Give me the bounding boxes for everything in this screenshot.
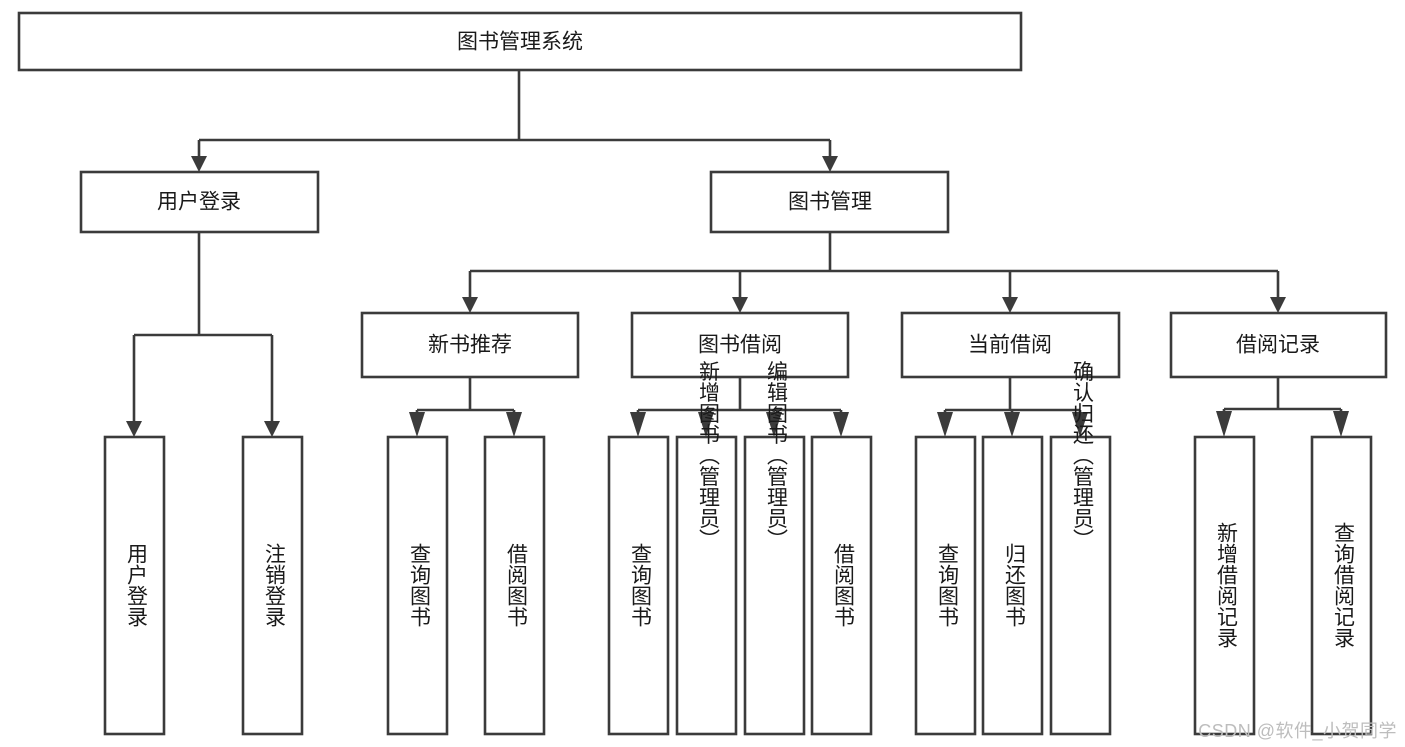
node-leaf-10[interactable]: 归还图书	[981, 435, 1044, 736]
node-leaf-1-box[interactable]	[103, 435, 166, 736]
node-leaf-9[interactable]: 查询图书	[914, 435, 977, 736]
node-current[interactable]: 当前借阅	[900, 311, 1121, 379]
node-leaf-3-box[interactable]	[386, 435, 449, 736]
node-leaf-2[interactable]: 注销登录	[241, 435, 304, 736]
node-borrow-box[interactable]	[630, 311, 850, 379]
node-bookmgmt-label: 图书管理	[788, 191, 872, 214]
node-current-label: 当前借阅	[968, 334, 1052, 357]
arrow-head-leaf-7	[766, 412, 782, 437]
node-leaf-8-box[interactable]	[810, 435, 873, 736]
node-leaf-9-label: 查询图书	[935, 543, 959, 627]
arrow-head-leaf-10	[1004, 412, 1020, 437]
node-newbook-box[interactable]	[360, 311, 580, 379]
node-leaf-6-label: 新增图书（管理员）	[696, 361, 720, 550]
node-borrow[interactable]: 图书借阅	[630, 311, 850, 379]
node-leaf-6-box[interactable]	[675, 435, 738, 736]
node-leaf-12[interactable]: 新增借阅记录	[1193, 435, 1256, 736]
arrow-head-leaf-4	[506, 412, 522, 437]
node-login-label: 用户登录	[157, 191, 241, 214]
arrow-head-login	[191, 156, 207, 172]
node-leaf-8[interactable]: 借阅图书	[810, 435, 873, 736]
node-leaf-10-label: 归还图书	[1002, 543, 1026, 627]
node-leaf-7[interactable]: 编辑图书（管理员）	[743, 361, 806, 736]
node-leaf-4[interactable]: 借阅图书	[483, 435, 546, 736]
node-leaf-3[interactable]: 查询图书	[386, 435, 449, 736]
node-leaf-7-box[interactable]	[743, 435, 806, 736]
node-leaf-11-box[interactable]	[1049, 435, 1112, 736]
node-leaf-10-box[interactable]	[981, 435, 1044, 736]
arrow-head-leaf-2	[264, 421, 280, 437]
node-login-box[interactable]	[79, 170, 320, 234]
arrow-head-bookmgmt	[822, 156, 838, 172]
node-records-box[interactable]	[1169, 311, 1388, 379]
node-leaf-11[interactable]: 确认归还（管理员）	[1049, 361, 1112, 736]
node-leaf-5-box[interactable]	[607, 435, 670, 736]
node-newbook-label: 新书推荐	[428, 334, 512, 357]
arrow-head-leaf-5	[630, 412, 646, 437]
node-leaf-1-label: 用户登录	[124, 543, 148, 627]
node-leaf-13[interactable]: 查询借阅记录	[1310, 435, 1373, 736]
node-leaf-12-box[interactable]	[1193, 435, 1256, 736]
arrow-head-records	[1270, 297, 1286, 313]
node-borrow-label: 图书借阅	[698, 334, 782, 357]
arrow-head-newbook	[462, 297, 478, 313]
node-leaf-2-label: 注销登录	[262, 543, 286, 627]
node-leaf-11-label: 确认归还（管理员）	[1070, 361, 1094, 550]
node-login[interactable]: 用户登录	[79, 170, 320, 234]
arrow-head-leaf-11	[1072, 412, 1088, 437]
node-root-label: 图书管理系统	[457, 31, 583, 54]
node-leaf-1[interactable]: 用户登录	[103, 435, 166, 736]
arrow-head-leaf-3	[409, 412, 425, 437]
node-records[interactable]: 借阅记录	[1169, 311, 1388, 379]
csdn-watermark: CSDN @软件_小贺同学	[1198, 721, 1397, 741]
node-leaf-4-box[interactable]	[483, 435, 546, 736]
node-bookmgmt-box[interactable]	[709, 170, 950, 234]
node-newbook[interactable]: 新书推荐	[360, 311, 580, 379]
node-leaf-2-box[interactable]	[241, 435, 304, 736]
node-current-box[interactable]	[900, 311, 1121, 379]
node-leaf-5-label: 查询图书	[628, 543, 652, 627]
node-leaf-9-box[interactable]	[914, 435, 977, 736]
arrow-head-current	[1002, 297, 1018, 313]
node-leaf-6[interactable]: 新增图书（管理员）	[675, 361, 738, 736]
arrow-head-leaf-13	[1333, 411, 1349, 437]
connector-layer	[126, 70, 1349, 437]
arrow-head-borrow	[732, 297, 748, 313]
node-leaf-13-label: 查询借阅记录	[1331, 522, 1355, 648]
arrow-head-leaf-6	[698, 412, 714, 437]
arrow-head-leaf-1	[126, 421, 142, 437]
node-leaf-3-label: 查询图书	[407, 543, 431, 627]
node-leaf-12-label: 新增借阅记录	[1214, 522, 1238, 648]
node-leaf-8-label: 借阅图书	[831, 543, 855, 627]
node-root[interactable]: 图书管理系统	[17, 11, 1023, 72]
node-leaf-4-label: 借阅图书	[504, 543, 528, 627]
node-root-box[interactable]	[17, 11, 1023, 72]
arrow-head-leaf-12	[1216, 411, 1232, 437]
node-leaf-7-label: 编辑图书（管理员）	[764, 361, 788, 550]
node-leaf-5[interactable]: 查询图书	[607, 435, 670, 736]
node-leaf-13-box[interactable]	[1310, 435, 1373, 736]
arrow-head-leaf-9	[937, 412, 953, 437]
node-bookmgmt[interactable]: 图书管理	[709, 170, 950, 234]
arrow-head-leaf-8	[833, 412, 849, 437]
node-records-label: 借阅记录	[1236, 334, 1320, 357]
